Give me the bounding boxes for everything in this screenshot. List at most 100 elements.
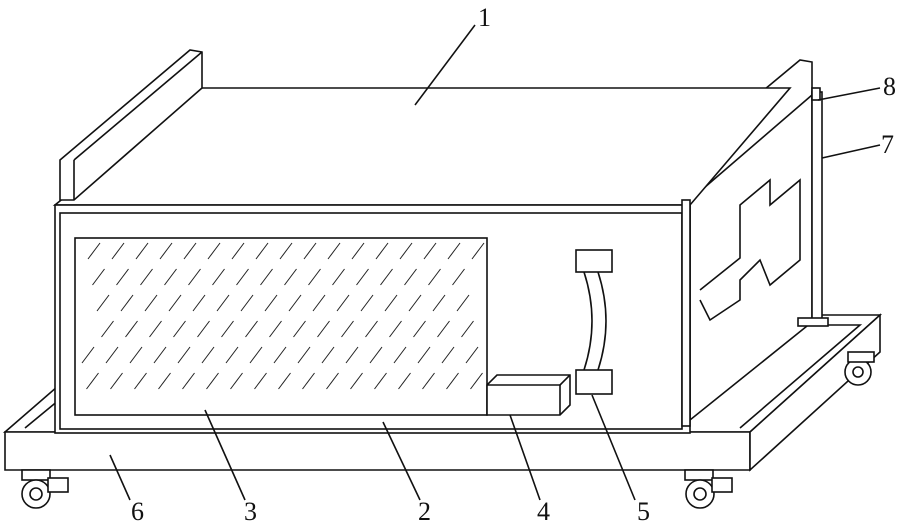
door-handle[interactable] (575, 249, 613, 395)
glass-hatch-mark (369, 346, 383, 364)
glass-hatch-mark (236, 268, 249, 286)
glass-hatch-mark (365, 320, 378, 338)
glass-hatch-mark (231, 242, 245, 260)
label-8: 8 (883, 72, 896, 101)
glass-hatch-mark (380, 268, 393, 286)
glass-hatch-mark (188, 268, 201, 286)
glass-hatch-mark (255, 242, 269, 260)
glass-hatch-mark (105, 346, 119, 364)
glass-hatch-mark (326, 372, 339, 390)
glass-hatch-mark (389, 320, 402, 338)
glass-hatch-mark (183, 242, 197, 260)
label-6: 6 (131, 497, 144, 526)
glass-hatch-mark (254, 372, 267, 390)
left-side-panel (59, 49, 203, 201)
glass-hatch-mark (168, 294, 182, 312)
glass-hatch-mark (302, 372, 315, 390)
glass-hatch-mark (384, 294, 398, 312)
glass-hatch-mark (422, 372, 435, 390)
leader-lines (109, 24, 881, 501)
glass-hatch-mark (158, 372, 171, 390)
glass-hatch-mark (341, 320, 354, 338)
glass-hatch-mark (92, 268, 105, 286)
glass-hatch-mark (87, 242, 101, 260)
wheel-right-front (684, 469, 733, 509)
glass-hatch-mark (470, 372, 483, 390)
glass-hatch-mark (153, 346, 167, 364)
glass-hatch-mark (351, 242, 365, 260)
glass-hatch-mark (116, 268, 129, 286)
label-2: 2 (418, 497, 431, 526)
glass-hatch-mark (177, 346, 191, 364)
glass-hatch-mark (273, 346, 287, 364)
glass-hatch-mark (159, 242, 173, 260)
glass-hatch-mark (140, 268, 153, 286)
glass-hatch-mark (471, 242, 485, 260)
glass-hatch-mark (201, 346, 215, 364)
glass-hatch-mark (173, 320, 186, 338)
label-3: 3 (244, 497, 257, 526)
glass-hatch-mark (81, 346, 95, 364)
glass-hatch-mark (230, 372, 243, 390)
glass-hatch-mark (182, 372, 195, 390)
glass-hatch-mark (288, 294, 302, 312)
glass-hatch-mark (350, 372, 363, 390)
glass-hatch-mark (332, 268, 345, 286)
label-5: 5 (637, 497, 650, 526)
glass-hatch-mark (249, 346, 263, 364)
glass-hatch-mark (374, 372, 387, 390)
glass-hatch-mark (111, 242, 125, 260)
glass-hatch-mark (375, 242, 389, 260)
glass-hatch-mark (207, 242, 221, 260)
glass-hatch-mark (345, 346, 359, 364)
glass-hatch-mark (197, 320, 210, 338)
storage-box (486, 374, 571, 416)
glass-hatch-mark (164, 268, 177, 286)
glass-hatch-mark (321, 346, 335, 364)
glass-hatch-mark (360, 294, 374, 312)
glass-hatch-mark (417, 346, 431, 364)
glass-hatch-mark (356, 268, 369, 286)
glass-hatch-mark (221, 320, 234, 338)
glass-hatch-mark (279, 242, 293, 260)
glass-hatch-mark (447, 242, 461, 260)
glass-window (74, 237, 488, 416)
wheel-left (21, 469, 69, 509)
glass-hatch-mark (456, 294, 470, 312)
glass-hatch-mark (101, 320, 114, 338)
glass-hatch-mark (86, 372, 99, 390)
glass-hatch-mark (336, 294, 350, 312)
glass-hatch-mark (240, 294, 254, 312)
glass-hatch-mark (125, 320, 138, 338)
label-4: 4 (537, 497, 550, 526)
glass-hatch-mark (327, 242, 341, 260)
label-1: 1 (478, 3, 491, 32)
glass-hatch-mark (461, 320, 474, 338)
glass-hatch-mark (413, 320, 426, 338)
glass-hatch-mark (96, 294, 110, 312)
glass-hatch-mark (312, 294, 326, 312)
glass-hatch-mark (260, 268, 273, 286)
glass-hatch-mark (245, 320, 258, 338)
glass-hatch-mark (269, 320, 282, 338)
glass-hatch-mark (398, 372, 411, 390)
glass-hatch-mark (404, 268, 417, 286)
glass-hatch-mark (423, 242, 437, 260)
glass-hatch-mark (110, 372, 123, 390)
glass-hatch-mark (284, 268, 297, 286)
glass-hatch-mark (225, 346, 239, 364)
glass-hatch-mark (216, 294, 230, 312)
glass-hatch-mark (399, 242, 413, 260)
glass-hatch-mark (317, 320, 330, 338)
glass-hatch-mark (308, 268, 321, 286)
glass-hatch-mark (297, 346, 311, 364)
glass-hatch-mark (437, 320, 450, 338)
glass-hatch-mark (432, 294, 446, 312)
glass-hatch-mark (192, 294, 206, 312)
glass-hatch-mark (212, 268, 225, 286)
glass-hatch-mark (441, 346, 455, 364)
label-7: 7 (881, 130, 894, 159)
glass-hatch-mark (120, 294, 134, 312)
